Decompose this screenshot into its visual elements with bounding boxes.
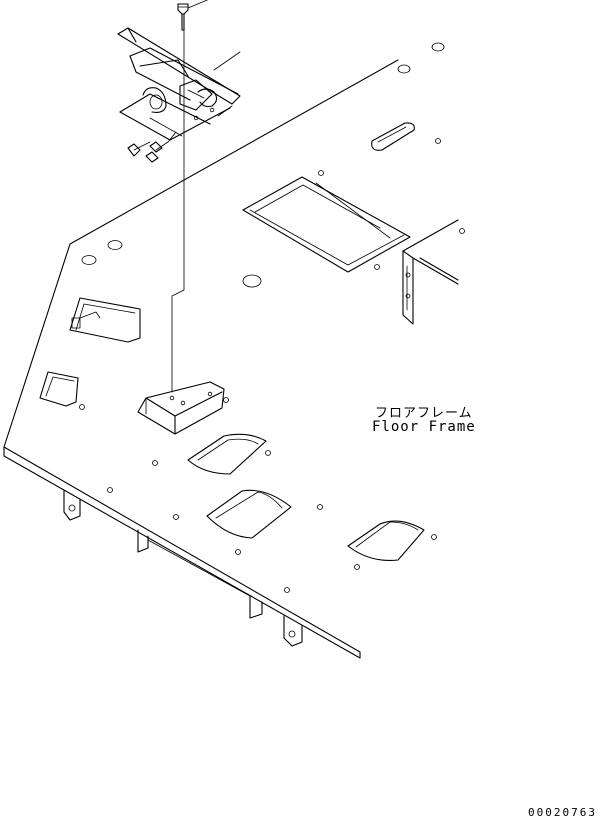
assembly-leader-line: [171, 29, 185, 393]
part-label-jp: フロアフレーム: [375, 406, 473, 421]
left-cutouts: [39, 297, 141, 407]
side-frame: [402, 219, 459, 325]
floor-plate: [3, 59, 399, 659]
mounting-bracket: [137, 381, 225, 435]
underside-brackets: [63, 489, 303, 647]
floor-holes: [79, 42, 465, 593]
drawing-number: 00020763: [528, 806, 597, 819]
floor-oval-cutouts: [187, 433, 425, 561]
floor-cutout-large: [242, 176, 411, 273]
part-label-en: Floor Frame: [372, 419, 476, 435]
accelerator-pedal-assembly: [117, 0, 241, 163]
floor-slot: [371, 122, 415, 151]
